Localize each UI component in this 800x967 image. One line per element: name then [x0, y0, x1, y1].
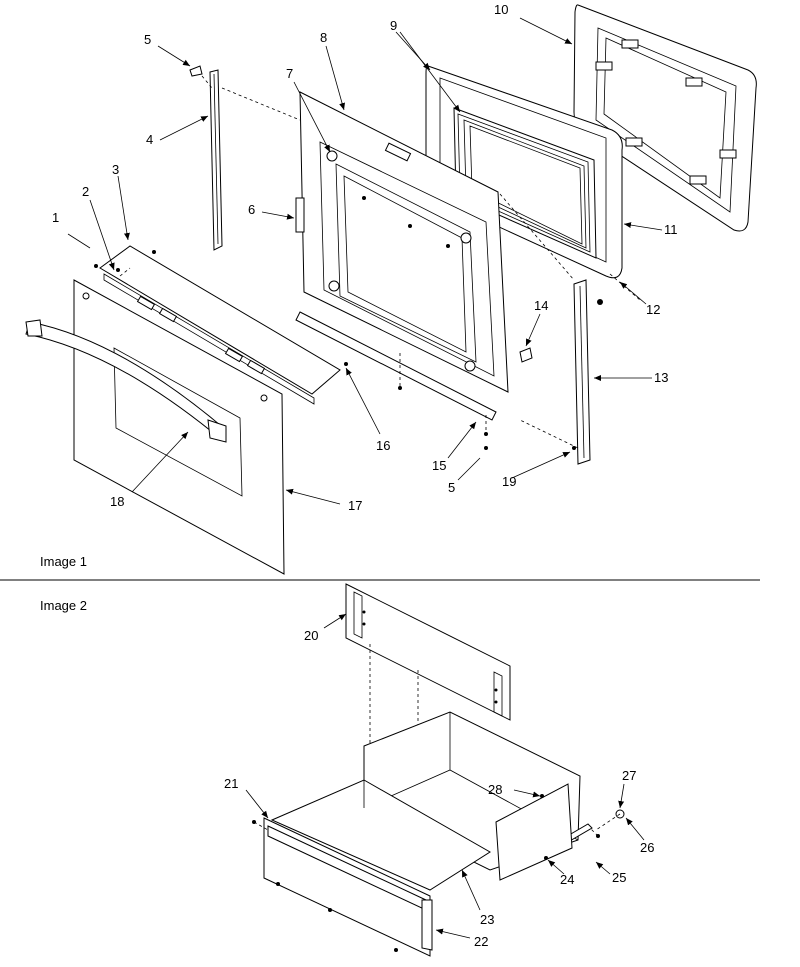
callout-5b: 5: [448, 480, 455, 495]
callout-22: 22: [474, 934, 488, 949]
part-12-glass-pack: [453, 107, 597, 259]
part-22-drawer-front: [263, 817, 433, 957]
leader-lines-image-1: [67, 17, 663, 505]
callouts-image-2: 20 21 28 27 26 25 24 23 22: [224, 628, 654, 949]
callout-11: 11: [664, 222, 678, 237]
part-24-drawer-rail: [495, 783, 593, 881]
callout-23: 23: [480, 912, 494, 927]
callout-27: 27: [622, 768, 636, 783]
callout-3: 3: [112, 162, 119, 177]
part-15-bottom-bracket: [295, 311, 497, 421]
leader-lines-image-2: [245, 613, 645, 939]
callout-12: 12: [646, 302, 660, 317]
callout-4: 4: [146, 132, 153, 147]
part-13-side-channel-right: [573, 279, 591, 465]
part-17-outer-door-panel: [73, 279, 285, 575]
callout-1: 1: [52, 210, 59, 225]
callout-16: 16: [376, 438, 390, 453]
callout-5: 5: [144, 32, 151, 47]
callout-2: 2: [82, 184, 89, 199]
callout-21: 21: [224, 776, 238, 791]
callout-26: 26: [640, 840, 654, 855]
callout-19: 19: [502, 474, 516, 489]
callout-17: 17: [348, 498, 362, 513]
callout-13: 13: [654, 370, 668, 385]
callout-6: 6: [248, 202, 255, 217]
fasteners-image-2: [252, 794, 625, 952]
callouts-image-1: 1 2 3 4 5 6 7 8 9 10 11 12 14 13 16 15 5…: [52, 2, 678, 513]
callout-7: 7: [286, 66, 293, 81]
part-8-inner-door-panel: [295, 91, 509, 393]
fasteners-image-1: [94, 65, 603, 450]
callout-28: 28: [488, 782, 502, 797]
callout-14: 14: [534, 298, 548, 313]
callout-15: 15: [432, 458, 446, 473]
callout-24: 24: [560, 872, 574, 887]
part-18-door-handle: [25, 319, 227, 443]
callout-9: 9: [390, 18, 397, 33]
door-assembly-group: 1 2 3 4 5 6 7 8 9 10 11 12 14 13 16 15 5…: [25, 2, 757, 575]
part-3-vent-trim: [99, 245, 341, 405]
callout-25: 25: [612, 870, 626, 885]
callout-8: 8: [320, 30, 327, 45]
callout-20: 20: [304, 628, 318, 643]
part-10-rear-frame: [573, 4, 757, 232]
panel-label-image-1: Image 1: [40, 554, 87, 569]
callout-18: 18: [110, 494, 124, 509]
callout-10: 10: [494, 2, 508, 17]
panel-label-image-2: Image 2: [40, 598, 87, 613]
part-4-side-channel-left: [209, 69, 223, 251]
drawer-assembly-group: Image 2: [40, 583, 654, 957]
